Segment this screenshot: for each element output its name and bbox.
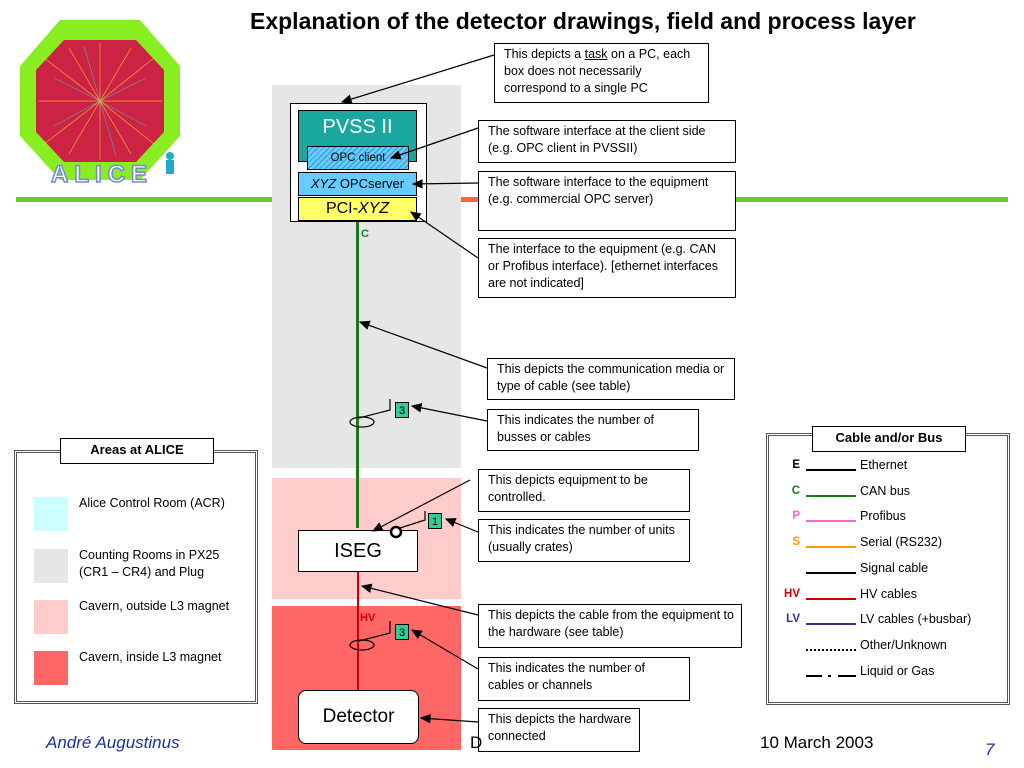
cable-hv-label: HV (360, 612, 376, 624)
cable-name: CAN bus (860, 483, 911, 498)
footer-center: D (470, 733, 483, 752)
cable-name: LV cables (+busbar) (860, 612, 972, 627)
badge-cables: 3 (395, 624, 409, 640)
cable-line-sample (806, 571, 856, 574)
cable-name: Serial (RS232) (860, 535, 942, 550)
area-label: Alice Control Room (ACR) (79, 496, 225, 510)
opc-server-box: XYZ OPCserver (298, 172, 417, 196)
unit-count-marker (389, 511, 426, 539)
area-swatch (34, 497, 68, 531)
area-label: Cavern, inside L3 magnet (79, 650, 222, 664)
cable-legend-row: E Ethernet (770, 458, 1006, 476)
detector-label: Detector (322, 706, 395, 727)
cable-name: Ethernet (860, 458, 908, 472)
detector-box: Detector (298, 690, 419, 744)
cable-name: HV cables (860, 586, 917, 601)
note-hardware-interface: The interface to the equipment (e.g. CAN… (478, 238, 736, 298)
hv-cable-line (357, 572, 359, 690)
area-label: Counting Rooms in PX25 (CR1 – CR4) and P… (79, 548, 220, 579)
cable-line-sample (806, 520, 856, 523)
cable-legend-row: P Profibus (770, 509, 1006, 527)
cable-line-sample (806, 648, 856, 651)
opc-server-italic: XYZ (310, 176, 337, 191)
cable-legend-row: Other/Unknown (770, 638, 1006, 656)
note-num-units: This indicates the number of units (usua… (478, 519, 690, 562)
footer-page: 7 (985, 740, 995, 759)
cable-code: C (791, 484, 800, 497)
cables-legend (766, 433, 1010, 705)
cable-name: Profibus (860, 509, 906, 524)
area-swatch (34, 651, 68, 685)
cable-line-sample (806, 623, 856, 626)
cable-legend-row: LV LV cables (+busbar) (770, 612, 1006, 630)
cable-code: S (792, 536, 800, 549)
note-task-word: task (584, 47, 608, 61)
note-task-pre: This depicts a (504, 47, 585, 61)
cable-c-label: C (361, 228, 369, 240)
cable-line-sample (806, 546, 856, 549)
cable-line-sample (806, 494, 856, 497)
cable-legend-row: Signal cable (770, 561, 1006, 579)
note-num-busses: This indicates the number of busses or c… (487, 409, 699, 451)
note-client-interface: The software interface at the client sid… (478, 120, 736, 163)
cable-name: Other/Unknown (860, 637, 947, 652)
cable-count-marker (349, 621, 391, 651)
badge-busses: 3 (395, 402, 409, 418)
opc-server-label: OPCserver (339, 176, 405, 191)
area-swatch (34, 600, 68, 634)
note-comm-media: This depicts the communication media or … (487, 358, 735, 400)
note-task-post: on a PC, each box does not necessarily c… (504, 47, 691, 95)
pci-italic: XYZ (357, 200, 390, 217)
footer-author: André Augustinus (46, 733, 180, 752)
areas-legend-title: Areas at ALICE (60, 438, 214, 464)
badge-units: 1 (428, 513, 442, 529)
pci-label: PCI- (325, 200, 358, 217)
note-num-cables: This indicates the number of cables or c… (478, 657, 690, 701)
note-hardware-connected: This depicts the hardware connected (478, 708, 640, 752)
can-bus-line (356, 222, 359, 528)
cable-code: LV (786, 613, 800, 626)
iseg-label: ISEG (334, 540, 382, 562)
pci-box: PCI-XYZ (298, 197, 417, 221)
cable-legend-row: HV HV cables (770, 587, 1006, 605)
cable-legend-row: Liquid or Gas (770, 664, 1006, 682)
area-swatch (34, 549, 68, 583)
cable-legend-row: C CAN bus (770, 484, 1006, 502)
note-equipment: This depicts equipment to be controlled. (478, 469, 690, 512)
cable-name: Signal cable (860, 560, 929, 575)
cable-code: HV (784, 587, 800, 600)
bus-count-marker (349, 399, 391, 428)
cable-line-sample (806, 597, 856, 600)
cables-legend-title: Cable and/or Bus (812, 426, 966, 452)
accent-bar-orange (460, 197, 478, 202)
note-equipment-interface: The software interface to the equipment … (478, 171, 736, 231)
cable-name: Liquid or Gas (860, 663, 935, 678)
note-task: This depicts a task on a PC, each box do… (494, 43, 709, 103)
alice-logo (20, 20, 180, 180)
footer-date: 10 March 2003 (760, 733, 874, 752)
slide-title: Explanation of the detector drawings, fi… (250, 8, 916, 34)
cable-code: P (792, 510, 800, 523)
cable-code: E (792, 459, 800, 471)
cable-line-sample (806, 674, 856, 677)
note-cable-hardware: This depicts the cable from the equipmen… (478, 604, 742, 648)
cable-legend-row: S Serial (RS232) (770, 535, 1006, 553)
pvss-ii-label: PVSS II (322, 116, 393, 138)
cable-line-sample (806, 469, 856, 471)
opc-client-label: OPC client (330, 152, 386, 164)
alice-logo-text: ALICE (50, 161, 153, 188)
area-label: Cavern, outside L3 magnet (79, 599, 230, 613)
